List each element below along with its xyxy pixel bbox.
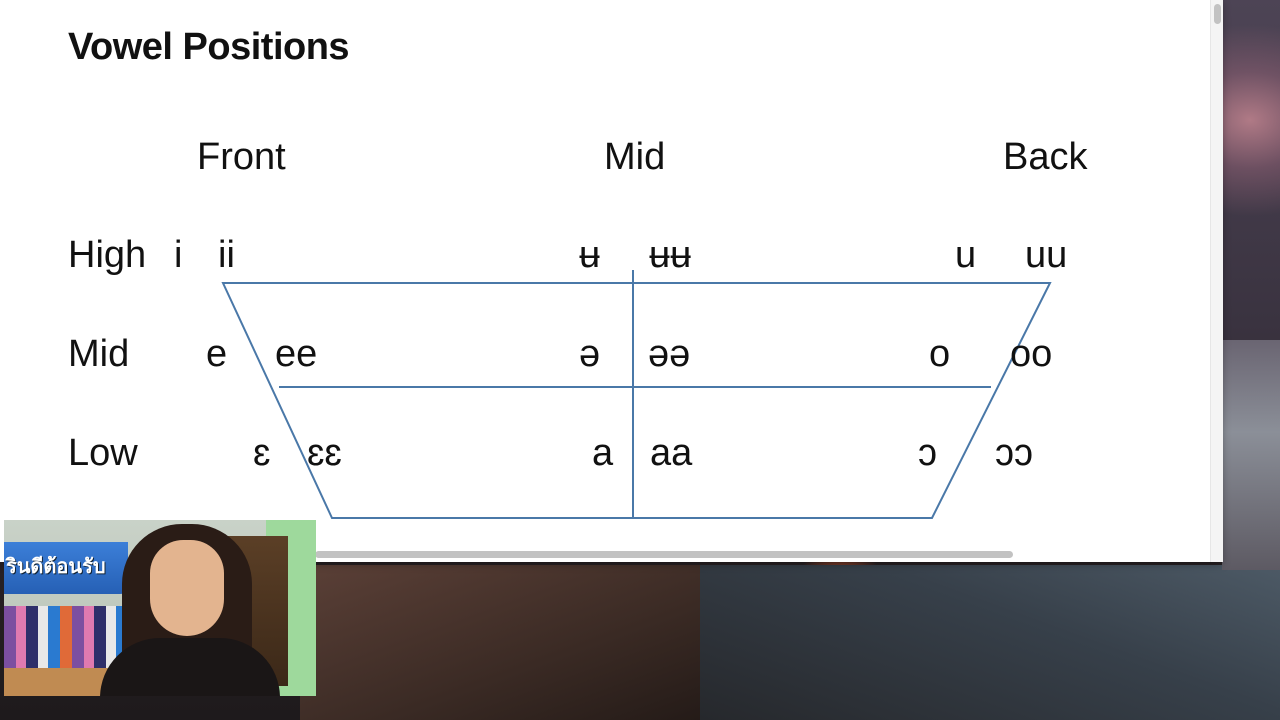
document-window: Vowel Positions Front Mid Back High Mid …	[0, 0, 1223, 562]
vowel-high-front-short: i	[174, 234, 183, 276]
trapezoid-outline	[221, 282, 1052, 519]
vowel-low-back-short: ɔ	[918, 432, 937, 474]
vowel-low-mid-short: a	[592, 432, 614, 474]
vowel-high-front-long: ii	[218, 234, 235, 276]
webcam-sign	[4, 542, 128, 594]
vowel-low-mid-long: aa	[650, 432, 693, 474]
vowel-high-mid-short: ʉ	[579, 234, 601, 276]
vertical-scrollbar-thumb[interactable]	[1214, 4, 1221, 24]
column-header-front: Front	[197, 136, 286, 178]
column-header-back: Back	[1003, 136, 1088, 178]
slide-title: Vowel Positions	[68, 26, 350, 68]
row-header-high: High	[68, 234, 147, 276]
vowel-high-back-long: uu	[1025, 234, 1068, 276]
presenter-face	[150, 540, 224, 636]
vertical-scrollbar[interactable]	[1210, 0, 1223, 562]
wallpaper-mountain	[700, 565, 1280, 720]
vowel-mid-mid-short: ə	[579, 333, 601, 375]
webcam-binders	[4, 606, 124, 670]
vowel-mid-mid-long: əə	[648, 333, 691, 375]
vowel-mid-front-short: e	[206, 333, 228, 375]
vowel-high-back-short: u	[955, 234, 977, 276]
wallpaper-rock	[300, 565, 720, 720]
vowel-mid-front-long: ee	[275, 333, 318, 375]
row-header-mid: Mid	[68, 333, 130, 375]
row-header-low: Low	[68, 432, 138, 474]
webcam-overlay: รินดีต้อนรับ	[4, 520, 316, 696]
vowel-low-front-short: ɛ	[253, 432, 271, 474]
vowel-low-back-long: ɔɔ	[995, 432, 1033, 474]
webcam-sign-text: รินดีต้อนรับ	[6, 554, 106, 578]
vowel-mid-back-short: o	[929, 333, 951, 375]
presenter-body	[100, 638, 280, 696]
vowel-trapezoid-chart	[221, 270, 1052, 519]
vowel-high-mid-long: ʉʉ	[649, 234, 692, 276]
vowel-low-front-long: ɛɛ	[307, 432, 342, 474]
horizontal-scrollbar-thumb[interactable]	[315, 551, 1013, 558]
vowel-mid-back-long: oo	[1010, 333, 1053, 375]
wallpaper-peak	[1222, 340, 1280, 570]
column-header-mid: Mid	[604, 136, 666, 178]
